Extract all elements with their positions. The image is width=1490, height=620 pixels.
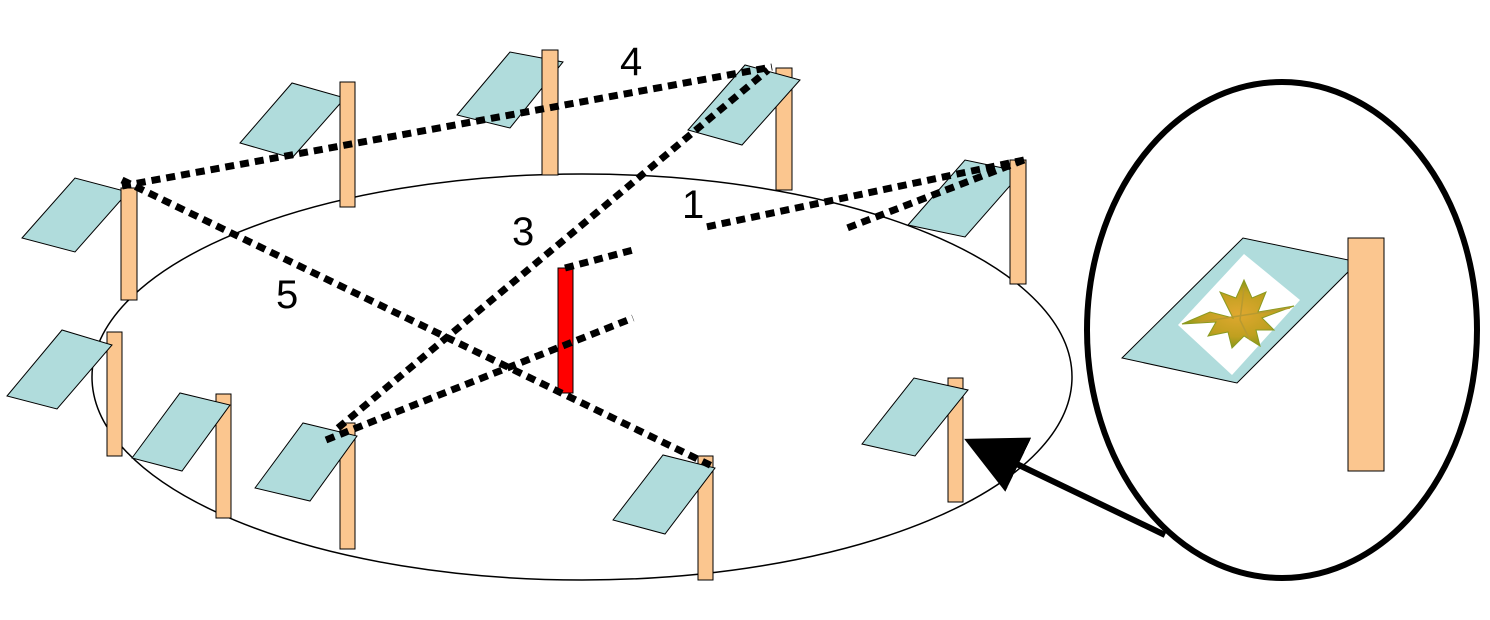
detector-post <box>215 393 232 519</box>
detector-unit <box>907 159 1027 285</box>
detector-panel <box>131 392 231 472</box>
detector-panel <box>21 177 129 253</box>
leaf-vein <box>1199 287 1291 341</box>
detector-unit <box>239 81 356 208</box>
detector-panel <box>861 377 969 457</box>
detector-post <box>541 49 559 176</box>
detector-unit <box>687 64 801 191</box>
detector-unit <box>131 392 232 519</box>
detector-post <box>120 187 138 301</box>
detector-panel <box>687 64 801 146</box>
detector-panel <box>6 329 113 410</box>
detector-post <box>106 331 123 457</box>
detector-panel <box>612 454 716 535</box>
detector-panel <box>456 51 564 129</box>
beam-path-3 <box>335 67 771 431</box>
detector-unit <box>861 377 969 503</box>
zoomed-detector-post <box>1347 237 1385 472</box>
detector-unit <box>21 177 138 301</box>
detector-unit <box>456 49 564 176</box>
path-label-4: 4 <box>620 40 642 84</box>
detector-post <box>697 455 714 581</box>
detector-unit <box>254 422 358 550</box>
leaf-icon <box>1181 278 1295 349</box>
beam-path-4 <box>121 63 773 190</box>
path-label-3: 3 <box>512 210 534 254</box>
zoomed-detector-unit <box>1120 237 1385 472</box>
detector-panel <box>254 422 358 502</box>
path-label-1: 1 <box>682 183 704 227</box>
central-source <box>557 267 574 394</box>
beam-path-1a <box>705 156 1025 231</box>
detector-unit <box>612 454 716 581</box>
detector-unit <box>6 329 123 457</box>
beam-source-b <box>324 314 635 444</box>
zoom-arrow <box>964 437 1167 538</box>
circle-ring <box>91 173 1073 581</box>
beam-path-5 <box>120 176 714 470</box>
beam-source-a <box>564 246 634 272</box>
detector-post <box>1009 159 1027 285</box>
path-label-5: 5 <box>276 273 298 317</box>
beam-path-1b <box>840 156 1026 234</box>
zoom-circle <box>1084 79 1480 581</box>
